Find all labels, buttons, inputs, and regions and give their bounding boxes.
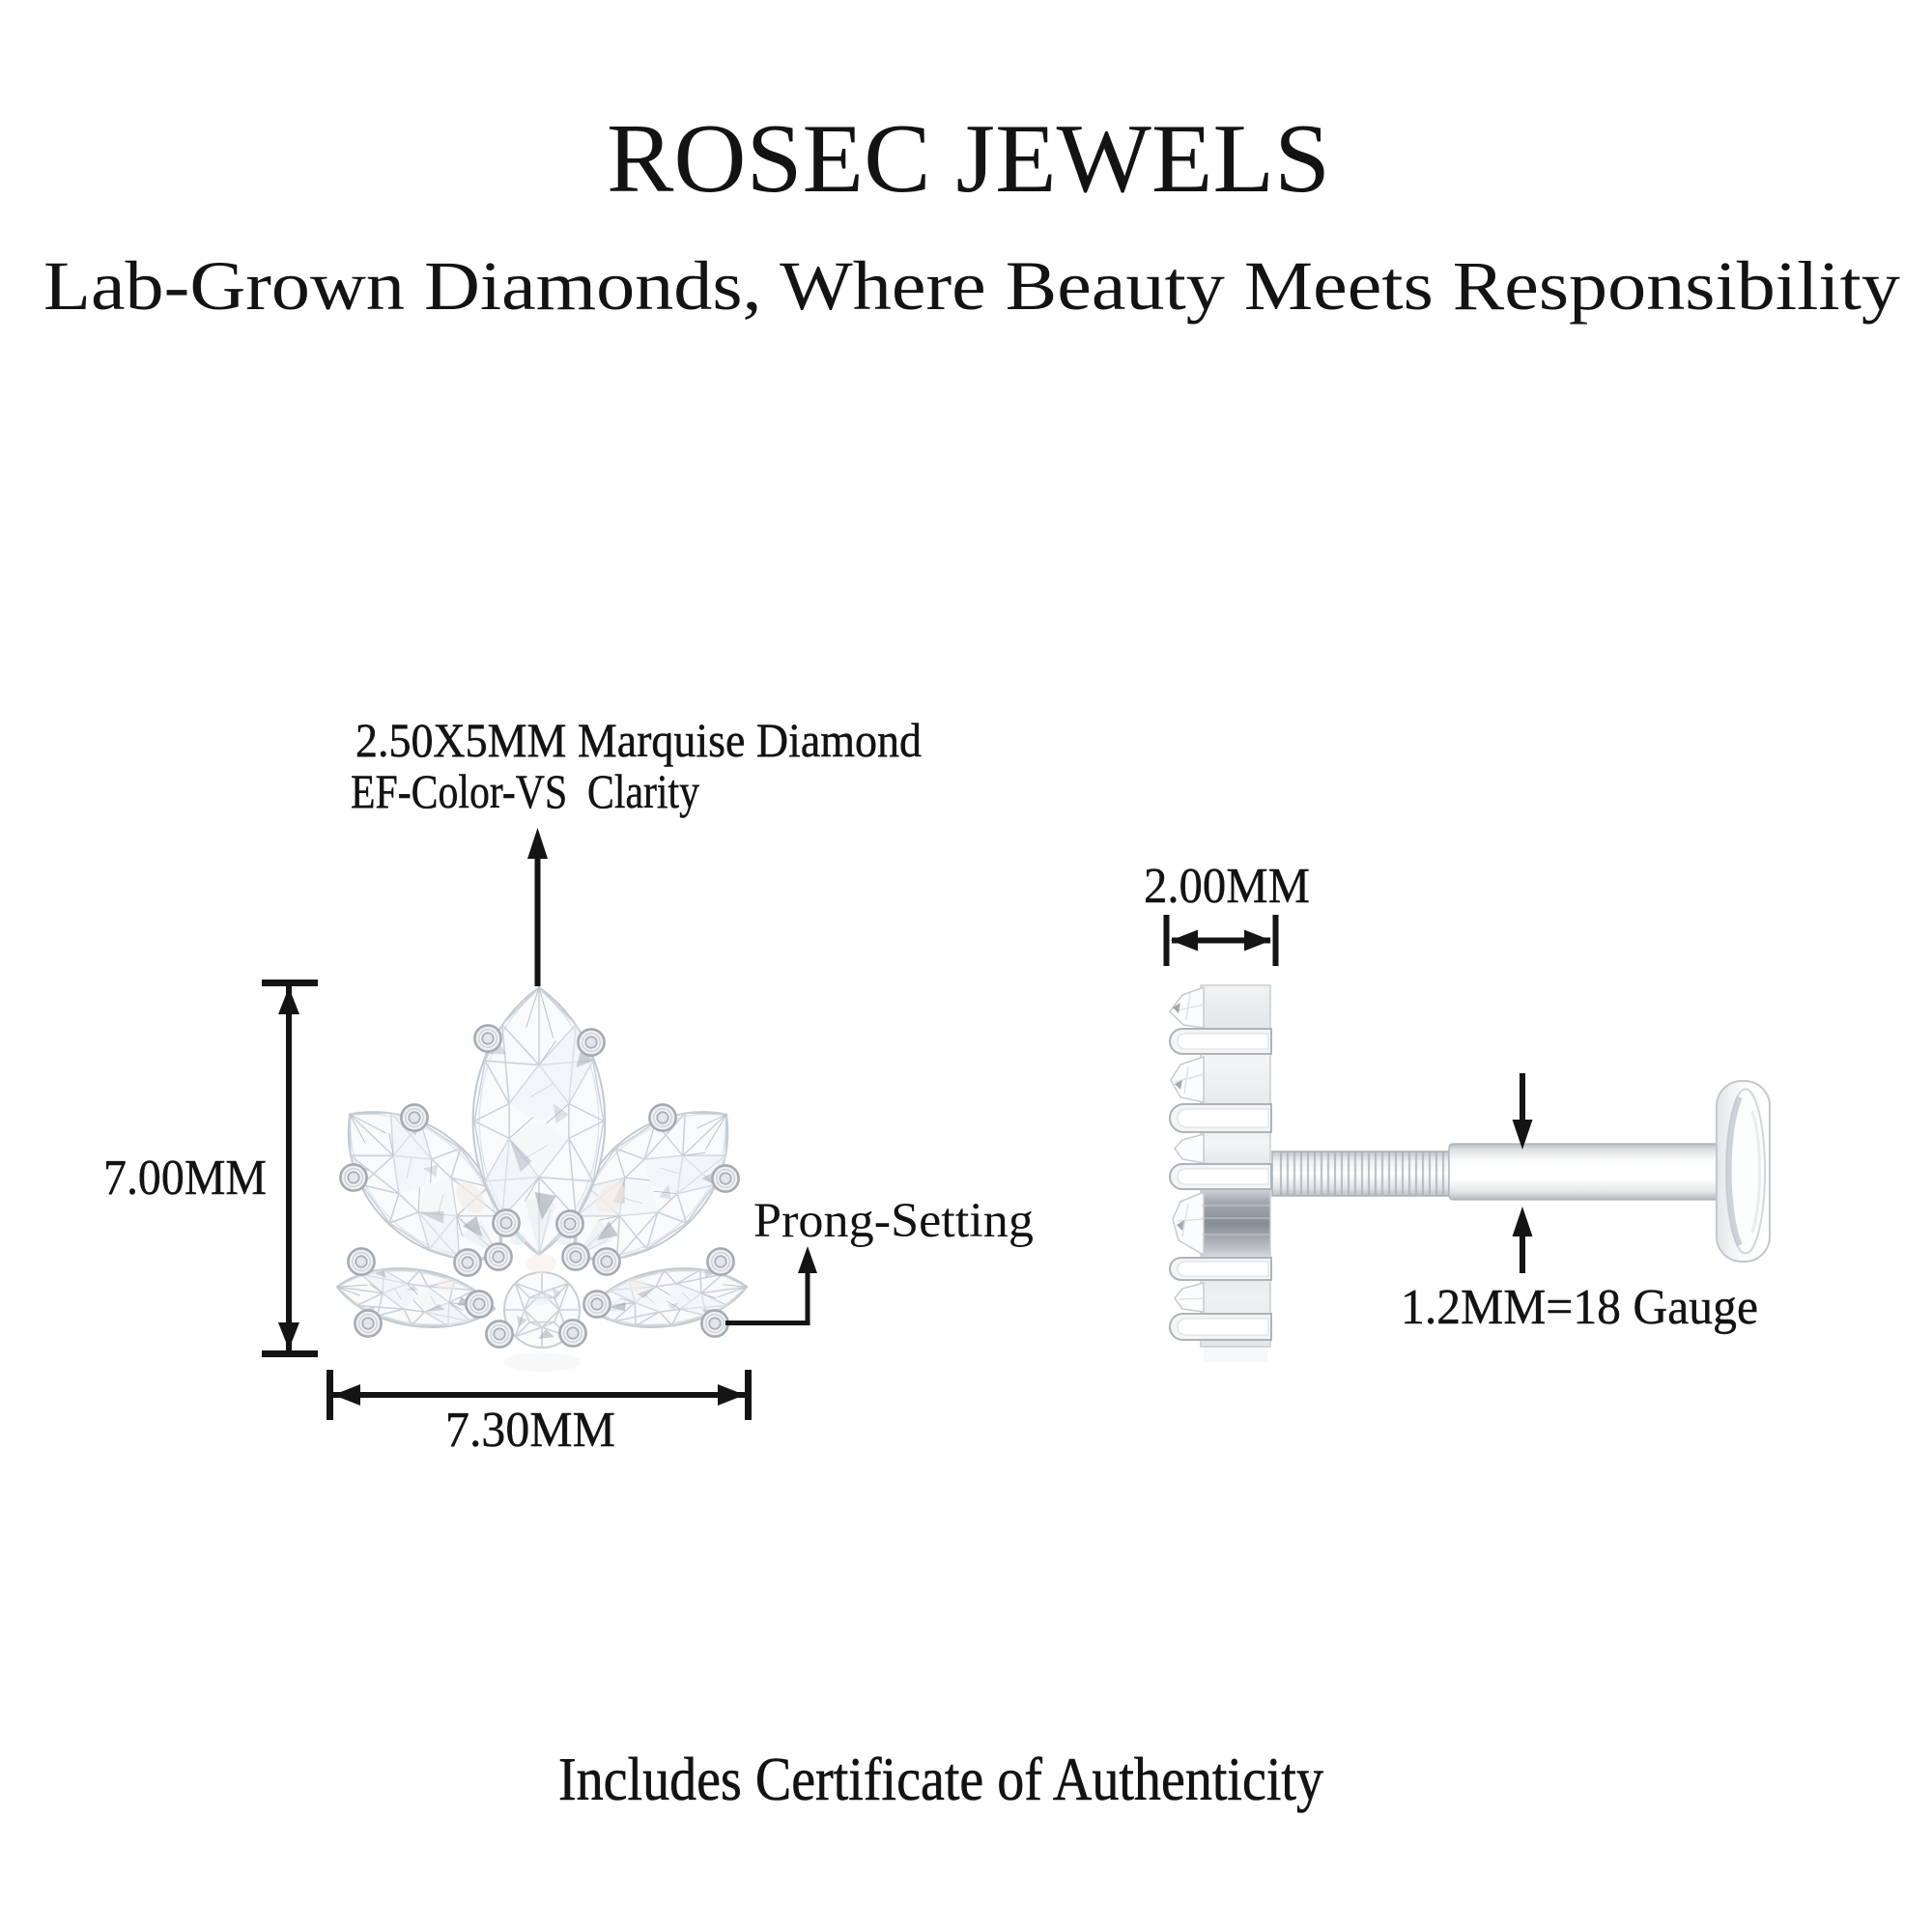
svg-text:Prong-Setting: Prong-Setting (753, 1194, 1034, 1248)
svg-text:1.2MM=18 Gauge: 1.2MM=18 Gauge (1401, 1280, 1758, 1335)
svg-text:2.00MM: 2.00MM (1144, 859, 1310, 914)
svg-text:ROSEC JEWELS: ROSEC JEWELS (607, 104, 1330, 213)
svg-text:7.00MM: 7.00MM (103, 1151, 267, 1206)
svg-text:Includes Certificate of Authen: Includes Certificate of Authenticity (558, 1745, 1323, 1813)
svg-text:7.30MM: 7.30MM (445, 1403, 615, 1458)
svg-text:Lab-Grown Diamonds, Where Beau: Lab-Grown Diamonds, Where Beauty Meets R… (43, 247, 1900, 325)
svg-text:2.50X5MM Marquise Diamond: 2.50X5MM Marquise Diamond (355, 713, 922, 767)
svg-text:EF-Color-VS Clarity: EF-Color-VS Clarity (351, 764, 699, 818)
